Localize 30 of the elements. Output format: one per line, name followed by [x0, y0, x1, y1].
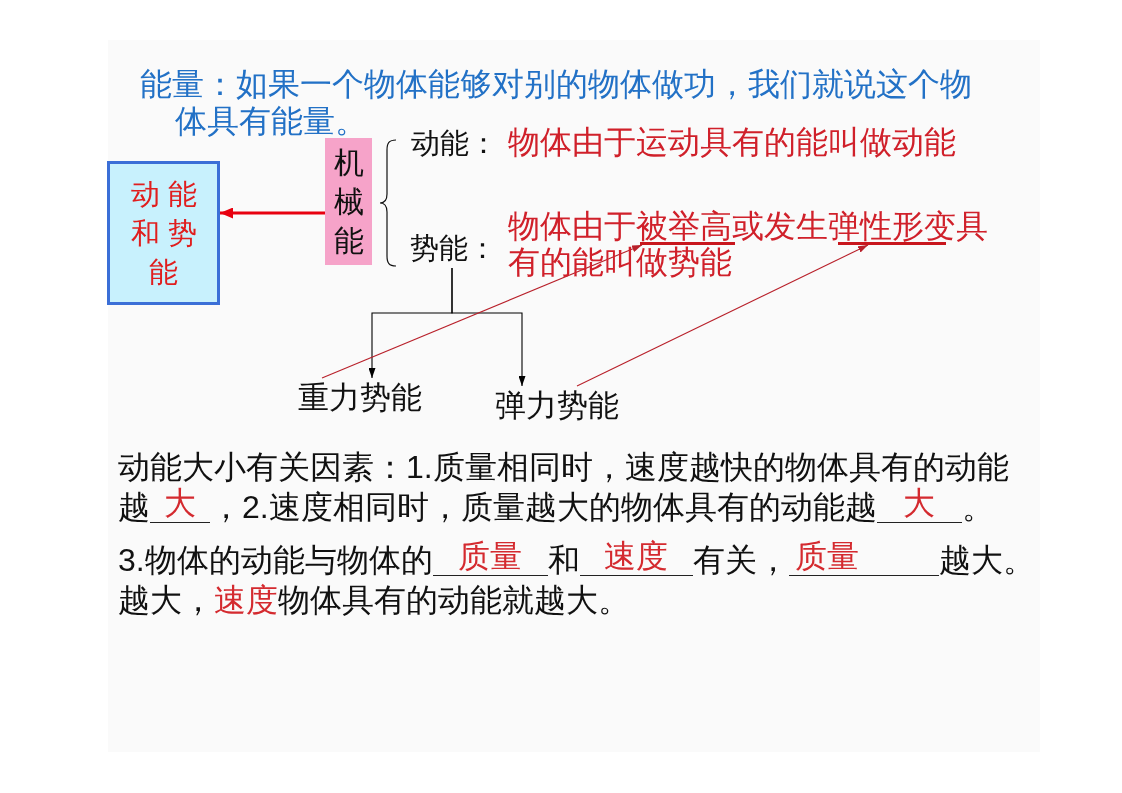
leader-arrow [321, 244, 643, 379]
category-box [325, 138, 372, 265]
sentence-text: 和 [547, 542, 580, 578]
definition-text: 物体由于运动具有的能叫做动能 [508, 123, 956, 161]
sentence-text: 3.物体的动能与物体的 [118, 542, 433, 578]
sentence-text: 动能大小有关因素：1.质量相同时，速度越快的物体具有的动能 [118, 449, 1009, 485]
term-label: 重力势能 [298, 378, 422, 418]
arrow [220, 207, 325, 219]
underline-mark [838, 242, 946, 245]
term-label: 势能： [410, 228, 497, 268]
fill-in-line: 大 [876, 488, 962, 523]
underline-mark [640, 242, 735, 245]
term-label: 弹力势能 [495, 386, 619, 426]
box-label: 动能和势能 [129, 176, 206, 290]
sentence-text: 物体具有的动能就越大。 [278, 582, 630, 618]
fill-in-line: 质量 [432, 541, 548, 576]
fill-in-line: 大 [150, 488, 210, 523]
leader-arrow [576, 244, 869, 387]
sentence-text: 越大。 [938, 542, 1035, 578]
concept-box [107, 161, 220, 305]
sentence-text: 越 [118, 489, 150, 525]
box-label: 机械能 [333, 145, 364, 259]
fill-in-line: 速度 [579, 541, 693, 576]
sentence-text: 。 [961, 489, 994, 525]
fill-in-line: 质量 [788, 541, 939, 576]
sentence-text: 越大， [118, 582, 214, 618]
sentence-text: ，2.速度相同时，质量越大的物体具有的动能越 [210, 489, 877, 525]
sentence-text: 有关， [692, 542, 789, 578]
branch-arrow [451, 267, 526, 387]
answer-text: 速度 [214, 582, 278, 618]
